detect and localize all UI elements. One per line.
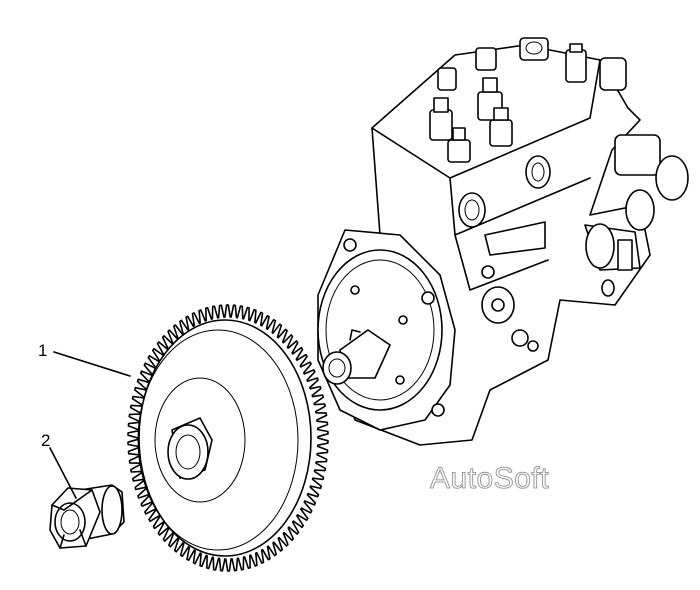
gear-part: [127, 304, 329, 572]
watermark-text: AutoSoft: [429, 462, 550, 496]
leader-line-2: [49, 447, 77, 499]
drive-shaft: [322, 329, 391, 385]
delivery-valves: [429, 37, 587, 163]
side-fittings: [584, 57, 689, 297]
fuel-pump-assembly: [317, 37, 689, 446]
callout-label-2: 2: [41, 431, 51, 450]
leader-line-1: [53, 351, 131, 377]
nut-part: [49, 484, 125, 549]
callout-label-1: 1: [38, 341, 48, 360]
